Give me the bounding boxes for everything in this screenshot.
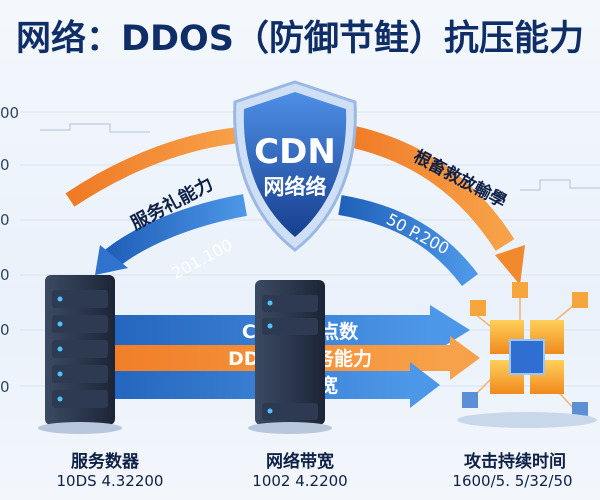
server-icon xyxy=(38,275,122,434)
bottom-label-bandwidth: 网络带宽 xyxy=(266,452,334,472)
page-title: 网络：DDOS（防御节鲑）抗压能力 xyxy=(15,19,585,59)
right-blue-band xyxy=(338,195,478,287)
shield-subtitle: 网络络 xyxy=(264,175,327,199)
left-orange-arc xyxy=(65,127,241,207)
arrowhead-icon xyxy=(410,362,440,408)
server-icon xyxy=(248,280,332,434)
arrowhead-icon xyxy=(450,336,480,380)
shield-title: CDN xyxy=(254,132,336,172)
band-cdn-nodes xyxy=(70,315,430,345)
bottom-label-attack-duration: 攻击持续时间 xyxy=(464,452,566,472)
network-cluster-icon xyxy=(457,282,597,428)
axis-tick: 0 xyxy=(0,156,10,174)
band-bandwidth xyxy=(70,371,410,399)
bottom-value-bandwidth: 1002 4.2200 xyxy=(252,472,348,490)
arrowhead-icon xyxy=(95,245,128,275)
decorative-line-chart xyxy=(40,123,600,191)
arrowhead-icon xyxy=(430,305,470,355)
axis-tick: 00 xyxy=(0,104,20,122)
arrowhead-icon xyxy=(495,245,525,285)
right-orange-arrow xyxy=(342,124,515,251)
bottom-label-servers: 服务数器 xyxy=(71,452,139,472)
right-arrow-value: 50 P.200 xyxy=(383,210,452,259)
bottom-value-attack-duration: 1600/5. 5/32/50 xyxy=(452,472,573,490)
axis-tick: 0 xyxy=(0,378,10,396)
bottom-value-servers: 10DS 4.32200 xyxy=(56,472,164,490)
axis-tick: 0 xyxy=(0,266,10,284)
axis-tick: 0 xyxy=(0,321,10,339)
service-capacity-arrow xyxy=(102,194,247,269)
left-arrow-value: 201.100 xyxy=(168,235,235,283)
axis-tick: 0 xyxy=(0,211,10,229)
shield-icon xyxy=(233,80,357,252)
